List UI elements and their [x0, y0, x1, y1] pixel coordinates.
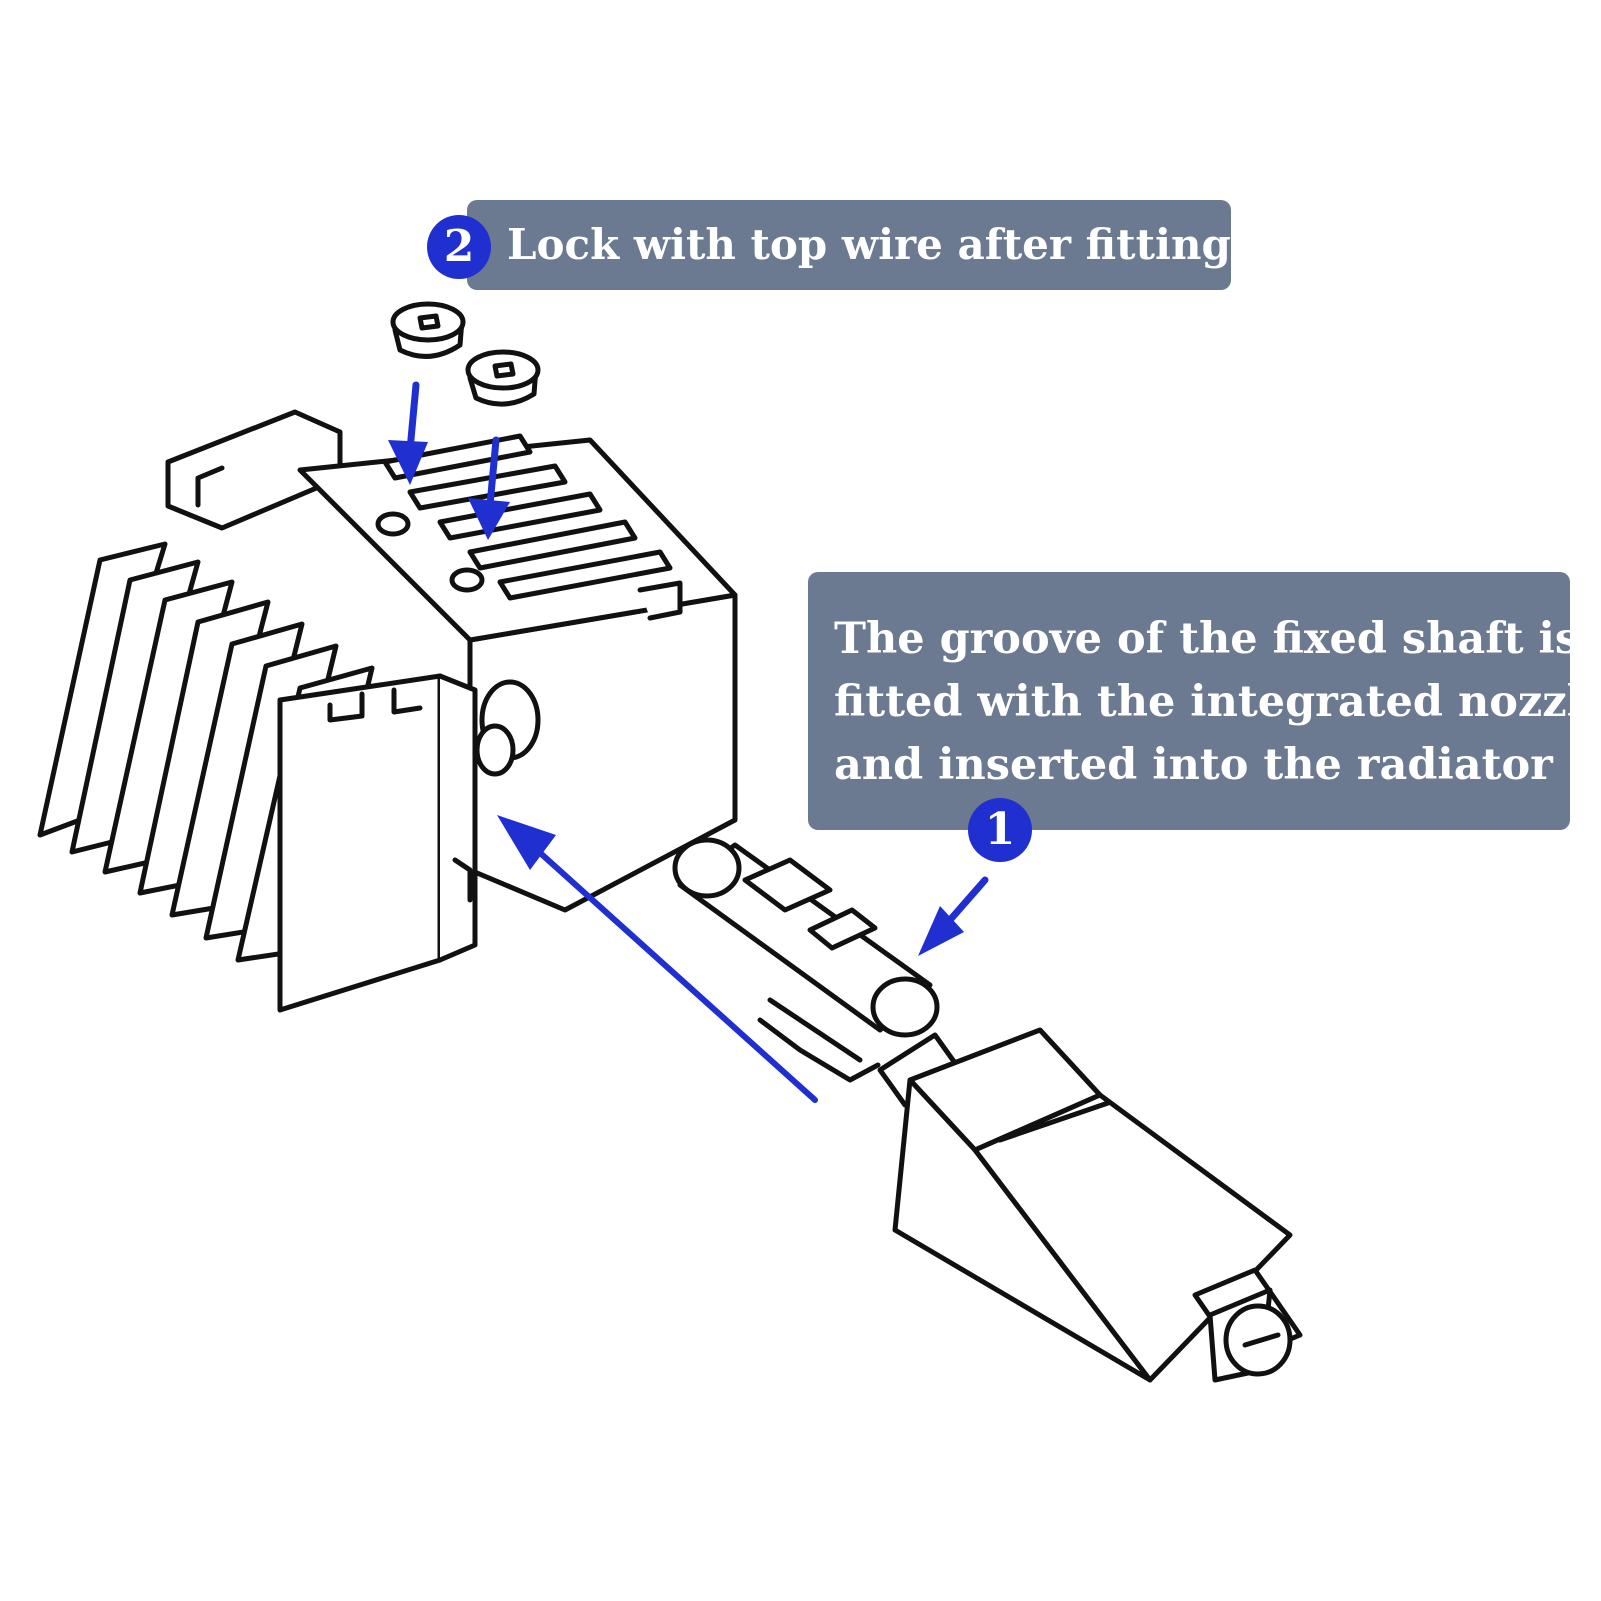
radiator [37, 409, 738, 1013]
callout-insert-nozzle: The groove of the fixed shaft is fitted … [808, 572, 1601, 830]
step-2-badge: 2 [427, 215, 491, 279]
arrow-screw-left [388, 381, 428, 485]
arrow-screw-right [468, 436, 510, 540]
callout-line: The groove of the fixed shaft is [834, 614, 1580, 664]
grub-screws [390, 301, 541, 407]
nozzle-assembly [672, 837, 1303, 1383]
callout-lock-screws: Lock with top wire after fitting. [467, 200, 1245, 290]
callout-line: and inserted into the radiator [834, 740, 1553, 790]
arrow-insert [497, 815, 818, 1103]
direction-arrows [388, 381, 989, 1103]
callout-lock-screws-text: Lock with top wire after fitting. [507, 220, 1246, 269]
step-1-badge: 1 [968, 798, 1032, 862]
callout-line: fitted with the integrated nozzle [834, 677, 1601, 727]
arrow-step-1 [918, 876, 989, 956]
